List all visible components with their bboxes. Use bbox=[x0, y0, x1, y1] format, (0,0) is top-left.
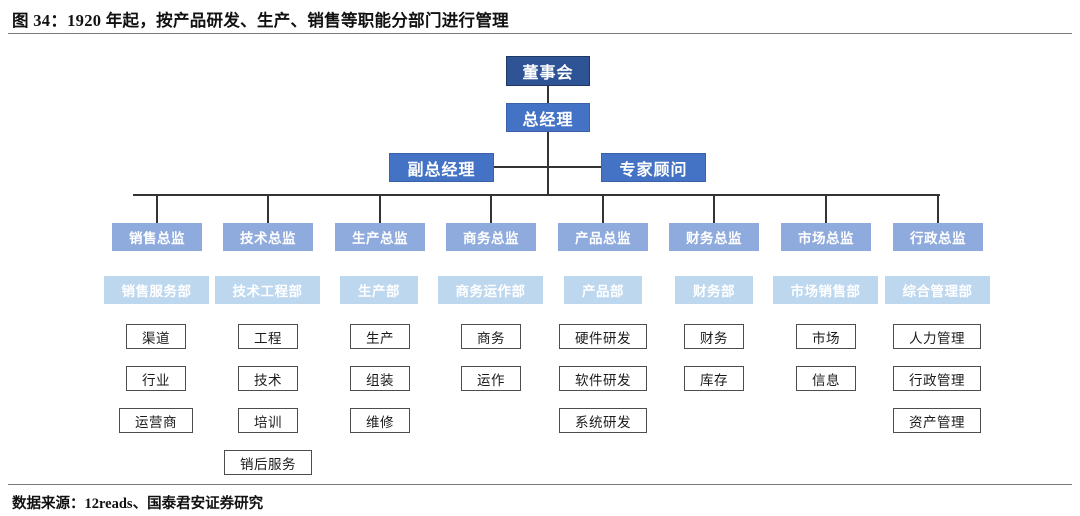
node-team: 行业 bbox=[126, 366, 186, 391]
node-dept-business-ops: 商务运作部 bbox=[438, 276, 543, 304]
node-team: 培训 bbox=[238, 408, 298, 433]
node-team-label: 信息 bbox=[812, 372, 840, 388]
node-team: 资产管理 bbox=[893, 408, 981, 433]
node-board: 董事会 bbox=[506, 56, 590, 86]
org-chart: 董事会 总经理 副总经理 专家顾问 销售总监 技术总监 生产总监 商务总监 产品… bbox=[0, 36, 1080, 482]
node-team-label: 销后服务 bbox=[240, 456, 296, 472]
node-team: 渠道 bbox=[126, 324, 186, 349]
page-title: 图 34：1920 年起，按产品研发、生产、销售等职能分部门进行管理 bbox=[12, 11, 509, 30]
node-team: 软件研发 bbox=[559, 366, 647, 391]
node-director-finance: 财务总监 bbox=[669, 223, 759, 251]
node-team-label: 生产 bbox=[366, 330, 394, 346]
node-deputy-manager: 副总经理 bbox=[389, 153, 494, 182]
node-dept-finance-label: 财务部 bbox=[693, 284, 735, 299]
node-director-technology-label: 技术总监 bbox=[240, 231, 296, 246]
node-team: 财务 bbox=[684, 324, 744, 349]
node-team-label: 人力管理 bbox=[909, 330, 965, 346]
node-team-label: 运作 bbox=[477, 372, 505, 388]
node-team-label: 行业 bbox=[142, 372, 170, 388]
node-team-label: 培训 bbox=[254, 414, 282, 430]
node-team: 生产 bbox=[350, 324, 410, 349]
node-dept-tech-engineering: 技术工程部 bbox=[215, 276, 320, 304]
node-dept-product-label: 产品部 bbox=[582, 284, 624, 299]
node-team: 工程 bbox=[238, 324, 298, 349]
source-note: 数据来源：12reads、国泰君安证券研究 bbox=[12, 496, 264, 512]
node-team-label: 软件研发 bbox=[575, 372, 631, 388]
node-team-label: 商务 bbox=[477, 330, 505, 346]
node-director-administration-label: 行政总监 bbox=[910, 231, 966, 246]
node-dept-sales-service: 销售服务部 bbox=[104, 276, 209, 304]
node-team: 市场 bbox=[796, 324, 856, 349]
node-director-product-label: 产品总监 bbox=[575, 231, 631, 246]
node-dept-tech-engineering-label: 技术工程部 bbox=[232, 284, 303, 299]
node-director-marketing-label: 市场总监 bbox=[798, 231, 854, 246]
node-dept-business-ops-label: 商务运作部 bbox=[455, 284, 526, 299]
node-dept-market-sales: 市场销售部 bbox=[773, 276, 878, 304]
node-team: 销后服务 bbox=[224, 450, 312, 475]
node-director-sales-label: 销售总监 bbox=[129, 231, 185, 246]
node-dept-general-management: 综合管理部 bbox=[885, 276, 990, 304]
node-team: 库存 bbox=[684, 366, 744, 391]
node-board-label: 董事会 bbox=[522, 65, 574, 82]
node-team-label: 维修 bbox=[366, 414, 394, 430]
node-director-business-label: 商务总监 bbox=[463, 231, 519, 246]
title-divider bbox=[8, 33, 1072, 34]
node-team-label: 技术 bbox=[254, 372, 282, 388]
node-team-label: 系统研发 bbox=[575, 414, 631, 430]
node-director-administration: 行政总监 bbox=[893, 223, 983, 251]
node-team: 系统研发 bbox=[559, 408, 647, 433]
node-team: 人力管理 bbox=[893, 324, 981, 349]
node-team-label: 渠道 bbox=[142, 330, 170, 346]
node-general-manager-label: 总经理 bbox=[522, 111, 574, 129]
node-dept-sales-service-label: 销售服务部 bbox=[121, 284, 192, 299]
node-dept-production-label: 生产部 bbox=[358, 284, 400, 299]
node-director-product: 产品总监 bbox=[558, 223, 648, 251]
node-general-manager: 总经理 bbox=[506, 103, 590, 132]
node-team: 技术 bbox=[238, 366, 298, 391]
node-team-label: 运营商 bbox=[135, 414, 177, 430]
node-expert-advisor-label: 专家顾问 bbox=[619, 161, 688, 179]
node-team: 运营商 bbox=[119, 408, 193, 433]
node-team-label: 行政管理 bbox=[909, 372, 965, 388]
node-team: 组装 bbox=[350, 366, 410, 391]
footer-divider bbox=[8, 484, 1072, 485]
node-team: 行政管理 bbox=[893, 366, 981, 391]
node-expert-advisor: 专家顾问 bbox=[601, 153, 706, 182]
node-team-label: 资产管理 bbox=[909, 414, 965, 430]
node-director-production: 生产总监 bbox=[335, 223, 425, 251]
node-team: 运作 bbox=[461, 366, 521, 391]
node-dept-product: 产品部 bbox=[564, 276, 642, 304]
node-team-label: 硬件研发 bbox=[575, 330, 631, 346]
node-team-label: 库存 bbox=[700, 372, 728, 388]
node-dept-finance: 财务部 bbox=[675, 276, 753, 304]
node-team-label: 市场 bbox=[812, 330, 840, 346]
node-team-label: 财务 bbox=[700, 330, 728, 346]
node-director-marketing: 市场总监 bbox=[781, 223, 871, 251]
node-director-finance-label: 财务总监 bbox=[686, 231, 742, 246]
node-director-production-label: 生产总监 bbox=[352, 231, 408, 246]
node-team: 硬件研发 bbox=[559, 324, 647, 349]
node-team: 信息 bbox=[796, 366, 856, 391]
node-team-label: 组装 bbox=[366, 372, 394, 388]
node-team: 商务 bbox=[461, 324, 521, 349]
node-team: 维修 bbox=[350, 408, 410, 433]
node-dept-market-sales-label: 市场销售部 bbox=[790, 284, 861, 299]
node-team-label: 工程 bbox=[254, 330, 282, 346]
node-dept-general-management-label: 综合管理部 bbox=[902, 284, 973, 299]
node-director-sales: 销售总监 bbox=[112, 223, 202, 251]
node-director-business: 商务总监 bbox=[446, 223, 536, 251]
node-director-technology: 技术总监 bbox=[223, 223, 313, 251]
node-dept-production: 生产部 bbox=[340, 276, 418, 304]
node-deputy-manager-label: 副总经理 bbox=[407, 161, 476, 179]
